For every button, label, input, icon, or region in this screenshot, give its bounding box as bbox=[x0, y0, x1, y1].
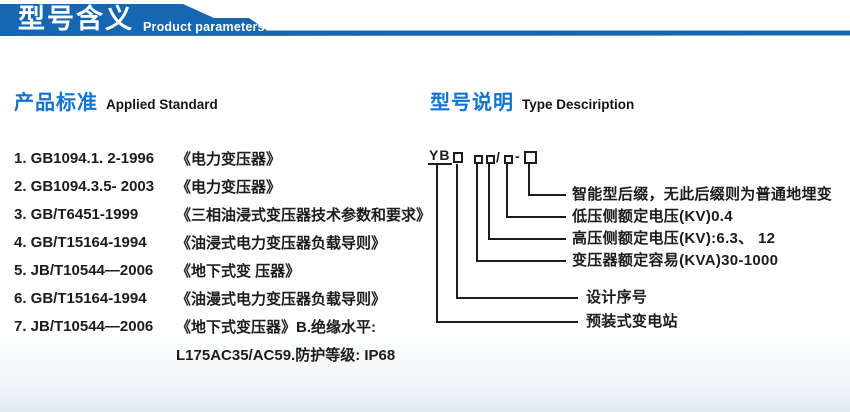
standard-title: 《电力变压器》 bbox=[176, 150, 282, 168]
connector-vertical-smart-suffix bbox=[528, 164, 530, 196]
label-design-serial: 设计序号 bbox=[586, 289, 648, 306]
label-hv-voltage: 高压侧额定电压(KV):6.3、 12 bbox=[572, 230, 776, 247]
connector-horizontal-lv-voltage bbox=[506, 216, 566, 218]
standard-code: 1. GB1094.1. 2-1996 bbox=[14, 149, 155, 167]
connector-vertical-capacity bbox=[476, 164, 478, 262]
label-lv-voltage: 低压侧额定电压(KV)0.4 bbox=[572, 208, 733, 225]
type-description-heading-en: Type Desciription bbox=[522, 97, 635, 112]
standard-title: 《电力变压器》 bbox=[176, 178, 282, 196]
connector-horizontal-design-serial bbox=[456, 297, 578, 299]
standard-code: 7. JB/T10544—2006 bbox=[14, 317, 154, 335]
standards-list: 1. GB1094.1. 2-1996 《电力变压器》 2. GB1094.3.… bbox=[14, 144, 431, 368]
standard-title: 《地下式变压器》B.绝缘水平: bbox=[176, 318, 376, 336]
model-box-placeholder bbox=[474, 155, 483, 164]
standard-code: 4. GB/T15164-1994 bbox=[14, 233, 147, 251]
connector-horizontal-substation bbox=[436, 321, 578, 323]
model-dash-separator: - bbox=[515, 148, 520, 164]
standard-title: 《三相油浸式变压器技术参数和要求》 bbox=[176, 206, 432, 224]
applied-standard-heading-zh: 产品标准 bbox=[14, 92, 98, 114]
model-box-placeholder bbox=[504, 155, 513, 164]
standard-row: 4. GB/T15164-1994 《油浸式电力变压器负载导则》 bbox=[14, 228, 431, 256]
model-prefix-underline bbox=[428, 163, 452, 165]
label-capacity: 变压器额定容易(KVA)30-1000 bbox=[572, 252, 779, 269]
connector-vertical-hv-voltage bbox=[488, 164, 490, 240]
header-banner: 型号含义 Product parameters bbox=[0, 4, 850, 36]
label-smart-suffix: 智能型后缀，无此后缀则为普通地埋变 bbox=[572, 186, 833, 203]
standard-row: 7. JB/T10544—2006 《地下式变压器》B.绝缘水平: bbox=[14, 312, 431, 340]
standard-title: 《油浸式电力变压器负载导则》 bbox=[176, 234, 387, 252]
connector-horizontal-smart-suffix bbox=[528, 194, 566, 196]
standard-row: 1. GB1094.1. 2-1996 《电力变压器》 bbox=[14, 144, 431, 172]
connector-horizontal-hv-voltage bbox=[488, 238, 566, 240]
model-slash-separator: / bbox=[496, 149, 500, 165]
banner-title: 型号含义 bbox=[18, 4, 134, 34]
standard-code: 5. JB/T10544—2006 bbox=[14, 261, 154, 279]
standard-code: 6. GB/T15164-1994 bbox=[14, 289, 147, 307]
label-substation: 预装式变电站 bbox=[586, 313, 678, 330]
standard-row: 6. GB/T15164-1994 《油漫式电力变压器负载导则》 bbox=[14, 284, 431, 312]
banner-subtitle: Product parameters bbox=[143, 20, 265, 34]
applied-standard-heading-en: Applied Standard bbox=[106, 97, 218, 112]
standard-title: 《地下式变 压器》 bbox=[176, 262, 301, 280]
model-box-placeholder bbox=[453, 152, 463, 163]
standard-row: 5. JB/T10544—2006 《地下式变 压器》 bbox=[14, 256, 431, 284]
standard-title: L175AC35/AC59.防护等级: IP68 bbox=[176, 346, 396, 364]
applied-standard-heading: 产品标准 Applied Standard bbox=[14, 86, 218, 115]
model-box-placeholder bbox=[486, 155, 495, 164]
connector-vertical-lv-voltage bbox=[506, 164, 508, 218]
standard-row: 2. GB1094.3.5- 2003 《电力变压器》 bbox=[14, 172, 431, 200]
model-box-placeholder bbox=[524, 151, 537, 164]
connector-horizontal-capacity bbox=[476, 260, 566, 262]
type-description-heading: 型号说明 Type Desciription bbox=[430, 86, 634, 115]
connector-vertical-design-serial bbox=[456, 164, 458, 299]
type-description-heading-zh: 型号说明 bbox=[430, 92, 514, 114]
connector-vertical-substation bbox=[436, 165, 438, 323]
standard-code: 2. GB1094.3.5- 2003 bbox=[14, 177, 155, 195]
standard-code: 3. GB/T6451-1999 bbox=[14, 205, 139, 223]
standard-row: 3. GB/T6451-1999 《三相油浸式变压器技术参数和要求》 bbox=[14, 200, 431, 228]
standard-row-continuation: L175AC35/AC59.防护等级: IP68 bbox=[14, 340, 431, 368]
standard-title: 《油漫式电力变压器负载导则》 bbox=[176, 290, 387, 308]
model-prefix-text: YB bbox=[429, 147, 451, 163]
